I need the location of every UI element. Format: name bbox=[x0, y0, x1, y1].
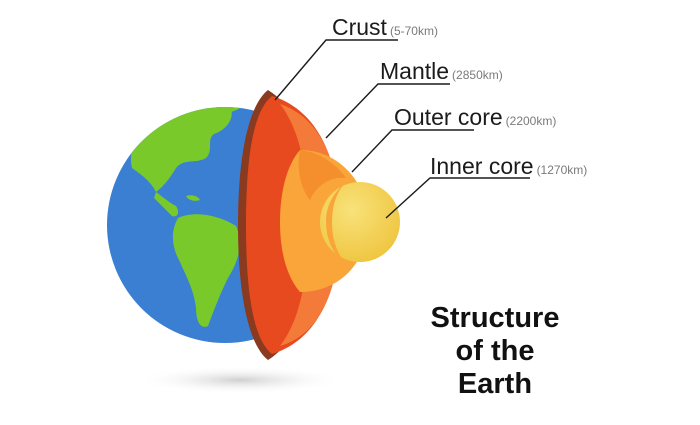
crust-depth: (5-70km) bbox=[389, 24, 438, 38]
caribbean bbox=[186, 195, 200, 201]
title-line-3: Earth bbox=[457, 368, 533, 400]
inner-core-edge bbox=[326, 184, 346, 264]
outer-core-leader-line bbox=[351, 129, 474, 173]
outer-core-name: Outer core bbox=[394, 104, 503, 130]
inner-core-depth: (1270km) bbox=[536, 163, 588, 177]
inner-core-label: Inner core(1270km) bbox=[430, 153, 587, 180]
south-america bbox=[172, 214, 240, 327]
globe-shadow bbox=[135, 366, 345, 394]
title-line-2: of the bbox=[455, 335, 535, 367]
title-line-1: Structure bbox=[430, 302, 560, 334]
outer-core-depth: (2200km) bbox=[505, 114, 557, 128]
inner-core-leader-line bbox=[385, 177, 530, 219]
diagram-title: Structure of the Earth bbox=[400, 302, 590, 401]
central-america bbox=[154, 192, 179, 217]
crust-name: Crust bbox=[332, 14, 387, 40]
outer-core-label: Outer core(2200km) bbox=[394, 104, 556, 131]
greenland bbox=[210, 107, 244, 113]
leader-lines bbox=[274, 39, 530, 219]
outer-core-shade bbox=[298, 150, 346, 200]
inner-core-layer bbox=[320, 182, 400, 262]
mantle-depth: (2850km) bbox=[452, 68, 503, 82]
crust-label: Crust(5-70km) bbox=[332, 14, 438, 41]
crust-leader-line bbox=[274, 39, 398, 101]
mantle-name: Mantle bbox=[380, 58, 450, 84]
mantle-label: Mantle(2850km) bbox=[380, 58, 503, 85]
inner-core-name: Inner core bbox=[430, 153, 534, 179]
mantle-leader-line bbox=[325, 83, 450, 139]
